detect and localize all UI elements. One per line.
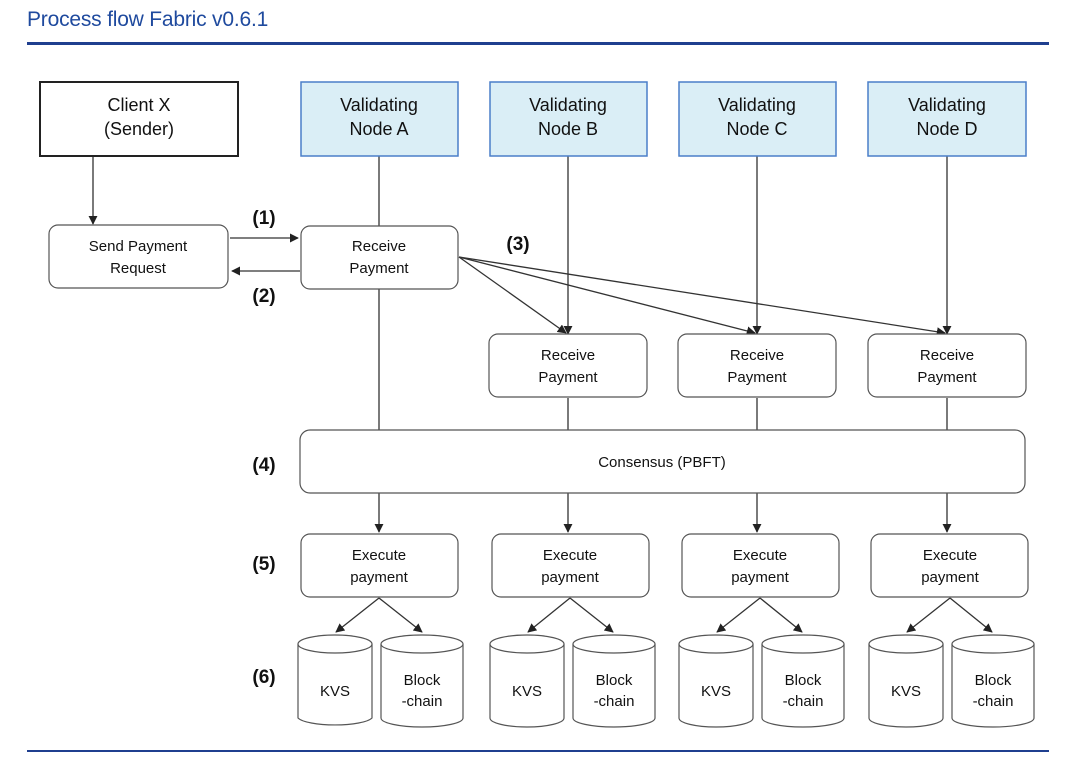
send-payment-line2: Request: [110, 260, 167, 277]
broadcast-arrow-d: [458, 256, 946, 337]
execute-a-line2: payment: [350, 569, 408, 586]
node-c-line1: Validating: [718, 95, 796, 115]
broadcast-arrow-b: [458, 256, 567, 334]
node-d-header: Validating Node D: [867, 81, 1027, 157]
receive-c-line1: Receive: [730, 347, 784, 364]
send-payment-request-box: Send Payment Request: [48, 224, 229, 289]
broadcast-arrow-c: [458, 256, 756, 336]
kvs-cylinder-a: KVS: [297, 634, 373, 726]
step-6-label: (6): [252, 667, 275, 688]
lifelines: [378, 156, 952, 430]
receive-c-line2: Payment: [727, 369, 787, 386]
receive-d-line1: Receive: [920, 347, 974, 364]
kvs-label-c: KVS: [701, 683, 731, 700]
consensus-box: Consensus (PBFT): [299, 429, 1026, 494]
blockchain-cylinder-c: Block -chain: [761, 634, 845, 728]
step-2-label: (2): [252, 286, 275, 307]
execute-b-line1: Execute: [543, 547, 597, 564]
node-c-header: Validating Node C: [678, 81, 837, 157]
blockchain-label-d-line2: -chain: [973, 693, 1014, 710]
blockchain-cylinder-a: Block -chain: [380, 634, 464, 728]
step-5-label: (5): [252, 554, 275, 575]
kvs-cylinder-d: KVS: [868, 634, 944, 728]
blockchain-label-c-line1: Block: [785, 672, 822, 689]
blockchain-label-a-line1: Block: [404, 672, 441, 689]
node-b-line2: Node B: [538, 119, 598, 139]
footer-divider: [27, 750, 1049, 752]
execute-c-line2: payment: [731, 569, 789, 586]
exec-to-chain-arrow-c: [759, 597, 803, 633]
node-b-header: Validating Node B: [489, 81, 648, 157]
blockchain-label-c-line2: -chain: [783, 693, 824, 710]
execute-payment-box-c: Execute payment: [681, 533, 840, 598]
step-1-label: (1): [252, 208, 275, 229]
execute-a-line1: Execute: [352, 547, 406, 564]
step-3-label: (3): [506, 234, 529, 255]
exec-to-chain-arrow-a: [378, 597, 423, 633]
receive-payment-box-b: Receive Payment: [488, 333, 648, 398]
step-4-label: (4): [252, 455, 275, 476]
title-divider: [27, 42, 1049, 45]
receive-b-line2: Payment: [538, 369, 598, 386]
blockchain-label-d-line1: Block: [975, 672, 1012, 689]
receive-a-line2: Payment: [349, 260, 409, 277]
node-d-line1: Validating: [908, 95, 986, 115]
node-c-line2: Node C: [726, 119, 787, 139]
exec-to-chain-arrow-b: [569, 597, 614, 633]
exec-to-chain-arrow-d: [949, 597, 993, 633]
kvs-cylinder-c: KVS: [678, 634, 754, 728]
execute-b-line2: payment: [541, 569, 599, 586]
blockchain-label-a-line2: -chain: [402, 693, 443, 710]
receive-a-line1: Receive: [352, 238, 406, 255]
client-label-line2: (Sender): [104, 119, 174, 139]
execute-payment-box-b: Execute payment: [491, 533, 650, 598]
blockchain-cylinder-d: Block -chain: [951, 634, 1035, 728]
exec-to-kvs-arrow-d: [906, 597, 951, 633]
receive-payment-box-a: Receive Payment: [300, 225, 459, 290]
blockchain-label-b-line1: Block: [596, 672, 633, 689]
execute-payment-box-a: Execute payment: [300, 533, 459, 598]
receive-payment-box-d: Receive Payment: [867, 333, 1027, 398]
client-box: Client X (Sender): [39, 81, 239, 157]
consensus-label: Consensus (PBFT): [598, 454, 726, 471]
node-a-line1: Validating: [340, 95, 418, 115]
exec-to-kvs-arrow-c: [716, 597, 761, 633]
client-label-line1: Client X: [107, 95, 170, 115]
execute-payment-box-d: Execute payment: [870, 533, 1029, 598]
blockchain-label-b-line2: -chain: [594, 693, 635, 710]
kvs-cylinder-b: KVS: [489, 634, 565, 728]
node-a-header: Validating Node A: [300, 81, 459, 157]
receive-payment-box-c: Receive Payment: [677, 333, 837, 398]
execute-d-line2: payment: [921, 569, 979, 586]
blockchain-cylinder-b: Block -chain: [572, 634, 656, 728]
exec-to-kvs-arrow-a: [335, 597, 380, 633]
send-payment-line1: Send Payment: [89, 238, 188, 255]
exec-to-kvs-arrow-b: [527, 597, 571, 633]
node-a-line2: Node A: [349, 119, 408, 139]
execute-d-line1: Execute: [923, 547, 977, 564]
kvs-label-b: KVS: [512, 683, 542, 700]
receive-b-line1: Receive: [541, 347, 595, 364]
kvs-label-d: KVS: [891, 683, 921, 700]
node-b-line1: Validating: [529, 95, 607, 115]
page-title: Process flow Fabric v0.6.1: [27, 8, 269, 31]
node-d-line2: Node D: [916, 119, 977, 139]
receive-d-line2: Payment: [917, 369, 977, 386]
execute-c-line1: Execute: [733, 547, 787, 564]
kvs-label-a: KVS: [320, 683, 350, 700]
